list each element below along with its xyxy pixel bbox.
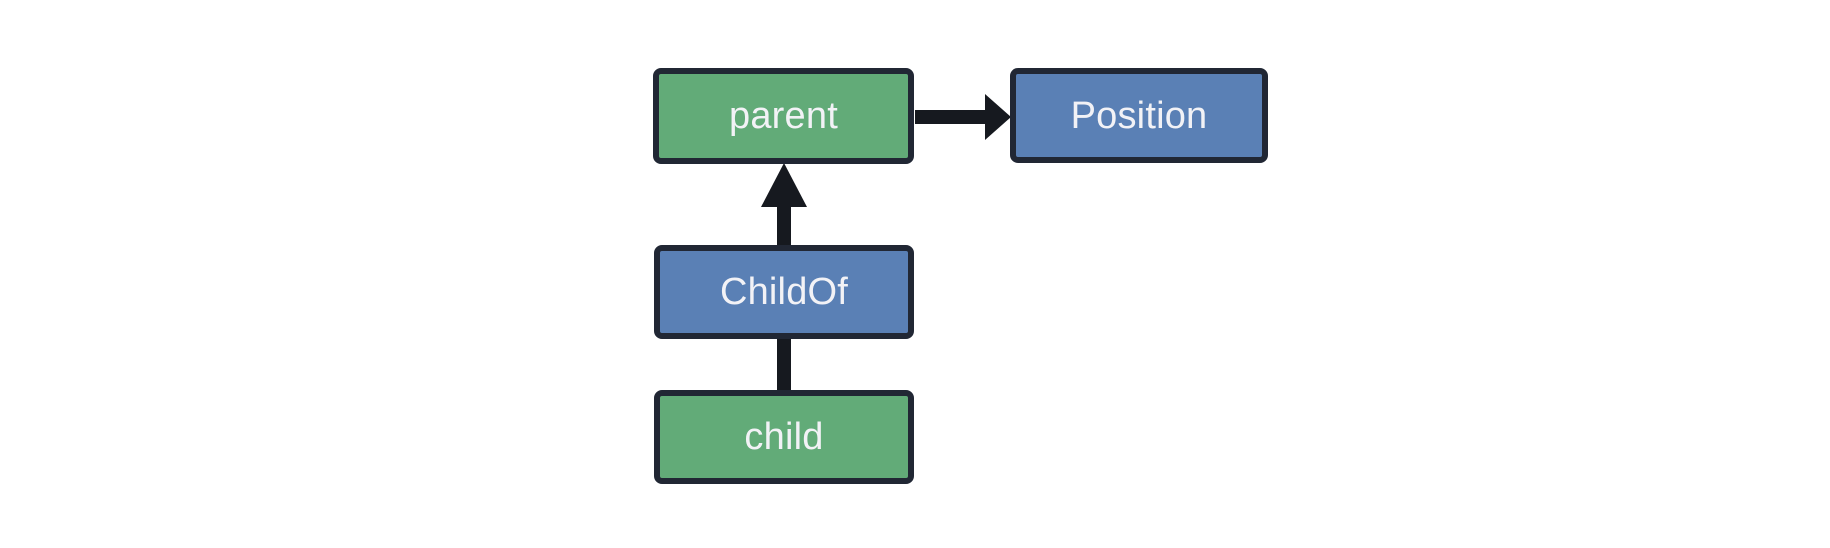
node-child[interactable]: child bbox=[654, 390, 914, 484]
node-parent-label: parent bbox=[729, 95, 838, 137]
edge-childof-to-parent bbox=[761, 163, 807, 248]
node-position[interactable]: Position bbox=[1010, 68, 1268, 163]
edge-child-to-childof bbox=[777, 334, 791, 394]
node-position-label: Position bbox=[1070, 94, 1208, 137]
node-childof[interactable]: ChildOf bbox=[654, 245, 914, 339]
edge-parent-to-position bbox=[915, 94, 1011, 140]
node-child-label: child bbox=[744, 416, 824, 458]
node-parent[interactable]: parent bbox=[653, 68, 914, 164]
node-childof-label: ChildOf bbox=[719, 271, 849, 313]
